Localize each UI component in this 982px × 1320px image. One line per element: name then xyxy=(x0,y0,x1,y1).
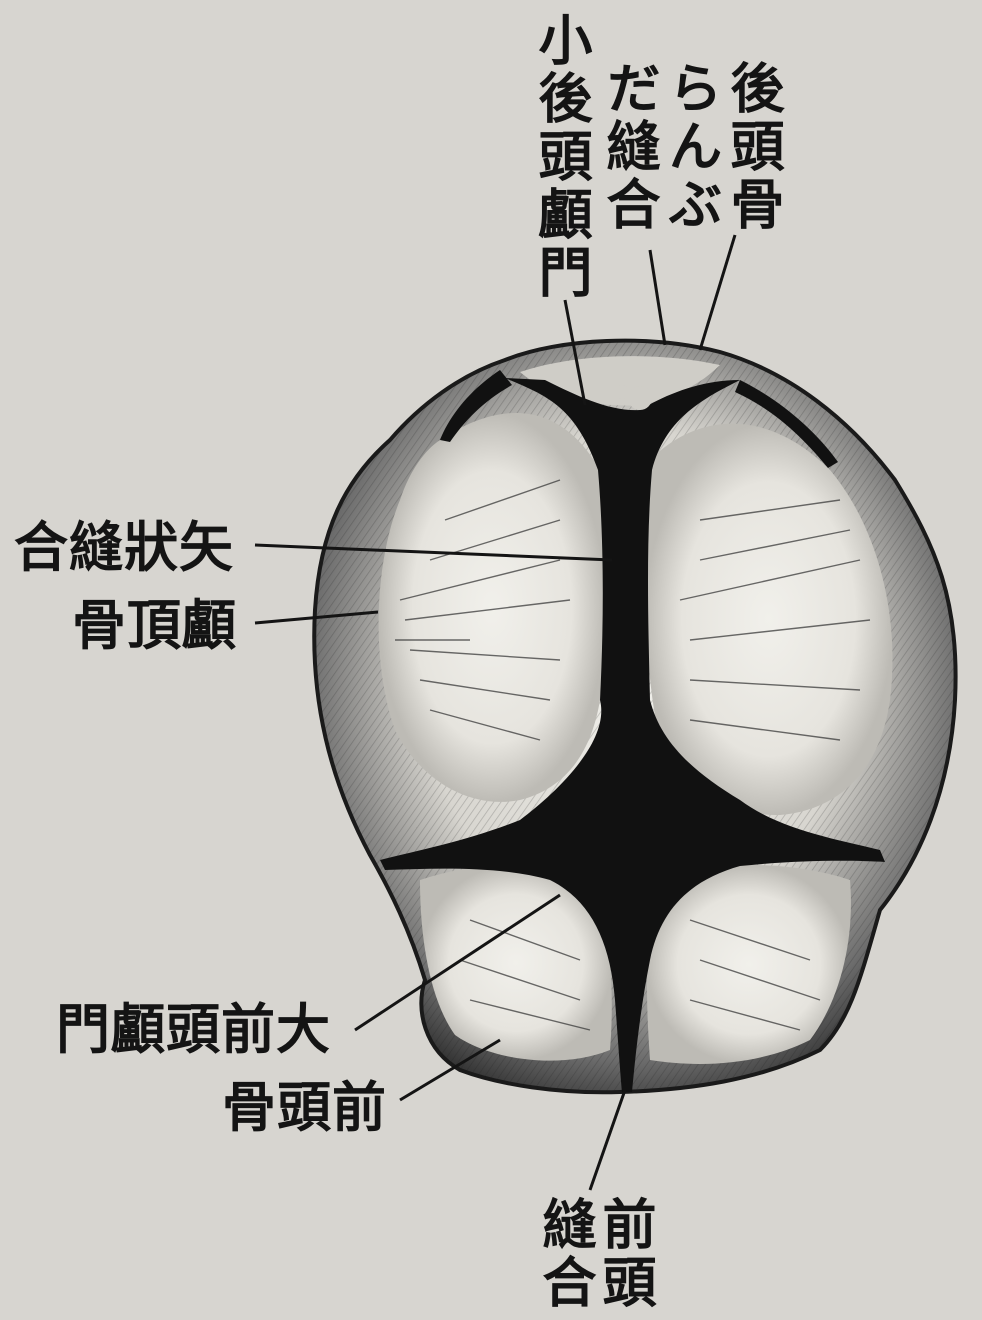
label-lesser-fontanelle-col1: 小後頭 xyxy=(532,12,590,186)
left-parietal-plate xyxy=(379,413,606,802)
label-parietal-bone: 骨頂顱 xyxy=(72,596,237,654)
label-lesser-fontanelle-col2: 顱門 xyxy=(532,186,590,302)
label-occipital-bone: 後頭骨 xyxy=(724,60,782,234)
label-coronal-col2: 縫合 xyxy=(536,1196,594,1312)
label-greater-fontanelle: 門顱頭前大 xyxy=(56,1000,331,1058)
label-sagittal-suture: 合縫狀矢 xyxy=(14,518,234,576)
label-lambdoid-col2: だ縫合 xyxy=(600,60,658,234)
label-coronal-col1: 前頭 xyxy=(596,1196,654,1312)
sagittal-suture-shape xyxy=(598,470,652,700)
label-lambdoid-col1: らんぶ xyxy=(662,60,720,234)
label-frontal-bone: 骨頭前 xyxy=(222,1078,387,1136)
